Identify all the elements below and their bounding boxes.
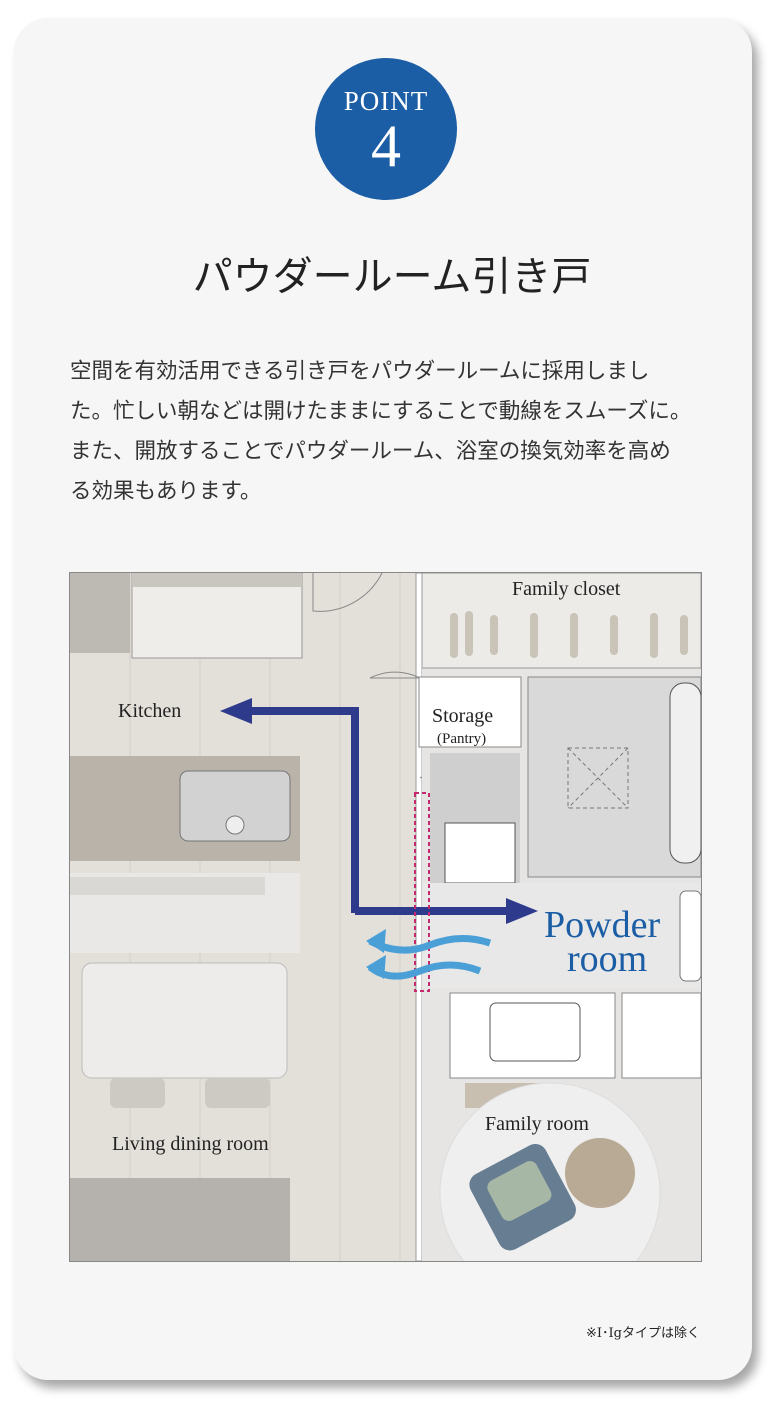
page-title: パウダールーム引き戸	[192, 254, 592, 300]
dining-chair	[110, 1078, 165, 1108]
label-kitchen: Kitchen	[118, 700, 182, 722]
label-storage: Storage	[432, 705, 494, 727]
badge-label: POINT	[343, 86, 429, 116]
storage-room	[418, 676, 522, 748]
airflow-arrow	[368, 935, 492, 954]
badge-number: 4	[371, 113, 401, 179]
label-storage-sub: (Pantry)	[437, 731, 487, 747]
description-line: 空間を有効活用できる引き戸をパウダールームに採用しまし	[70, 359, 650, 384]
description-line: また、開放することでパウダールーム、浴室の換気効率を高め	[70, 439, 671, 464]
side-table	[565, 1138, 635, 1208]
label-powder-line2: room	[567, 938, 648, 980]
description: 空間を有効活用できる引き戸をパウダールームに採用しまし た。忙しい朝などは開けた…	[70, 352, 720, 512]
label-family-closet: Family closet	[512, 578, 621, 600]
dining-chair	[205, 1078, 270, 1108]
point-badge: POINT 4	[315, 58, 457, 200]
description-line: る効果もあります。	[70, 479, 262, 504]
floor-plan-drawing	[70, 573, 701, 1261]
washer	[444, 822, 516, 884]
dining-table	[81, 962, 288, 1079]
footnote: ※I･Igタイプは除く	[586, 1326, 700, 1341]
sofa	[70, 1178, 290, 1261]
door-swing-top	[312, 573, 383, 612]
floor-plan: Family closet Kitchen Storage (Pantry) P…	[69, 572, 702, 1262]
label-family-room: Family room	[485, 1113, 589, 1135]
top-left-cabinet	[70, 573, 130, 653]
sliding-door-highlight	[414, 792, 430, 992]
bathtub	[669, 682, 701, 864]
label-powder-line1: Powder	[544, 904, 661, 946]
label-living-dining: Living dining room	[112, 1133, 269, 1155]
top-shelf-unit	[131, 573, 303, 659]
description-line: た。忙しい朝などは開けたままにすることで動線をスムーズに。	[70, 399, 692, 424]
kitchen-sink	[179, 770, 291, 842]
route-arrow-kitchen	[245, 707, 359, 913]
